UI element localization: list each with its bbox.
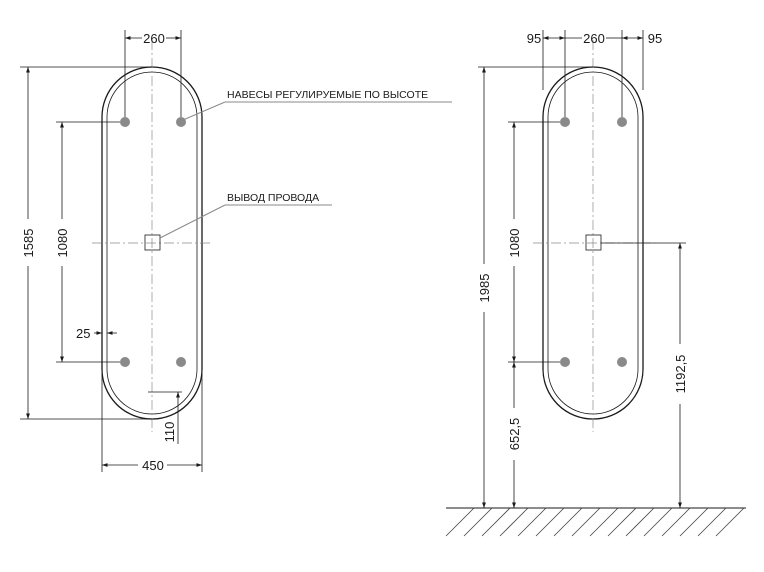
left-view: 260 1585 1080 25 110 450 НАВЕСЫ РЕГУЛИРУ…: [20, 30, 452, 473]
mount-point: [120, 117, 130, 127]
dim-lower-mount-height: 652,5: [507, 418, 522, 451]
dim-mount-spacing: 260: [143, 31, 165, 46]
mount-point: [176, 117, 186, 127]
leader-line: [159, 204, 226, 239]
dim-mount-vertical: 1080: [55, 229, 70, 258]
mount-point: [617, 357, 627, 367]
mount-point: [617, 117, 627, 127]
mount-point: [560, 357, 570, 367]
leader-line: [182, 101, 226, 121]
wire-outlet-box: [585, 234, 602, 251]
dim-bottom: 110: [162, 422, 177, 443]
dim-mount-vertical: 1080: [507, 229, 522, 258]
right-view: 95 260 95 1985 1080 652,5 1192,5: [445, 30, 746, 537]
dim-total-height: 1985: [477, 274, 492, 303]
dim-width: 450: [142, 458, 164, 473]
mount-point: [120, 357, 130, 367]
mount-point: [176, 357, 186, 367]
dim-edge-offset: 25: [76, 326, 90, 341]
dim-outlet-height: 1192,5: [673, 355, 688, 394]
dim-side-right: 95: [648, 31, 662, 46]
dim-height: 1585: [21, 229, 36, 258]
leader-dot: [181, 118, 185, 122]
floor-hatching: [445, 507, 745, 537]
dim-side-left: 95: [527, 31, 541, 46]
dim-mount-spacing: 260: [583, 31, 605, 46]
mount-point: [560, 117, 570, 127]
annotation-hinges: НАВЕСЫ РЕГУЛИРУЕМЫЕ ПО ВЫСОТЕ: [227, 89, 428, 101]
annotation-wire-outlet: ВЫВОД ПРОВОДА: [227, 192, 319, 204]
wire-outlet-box: [144, 234, 161, 251]
